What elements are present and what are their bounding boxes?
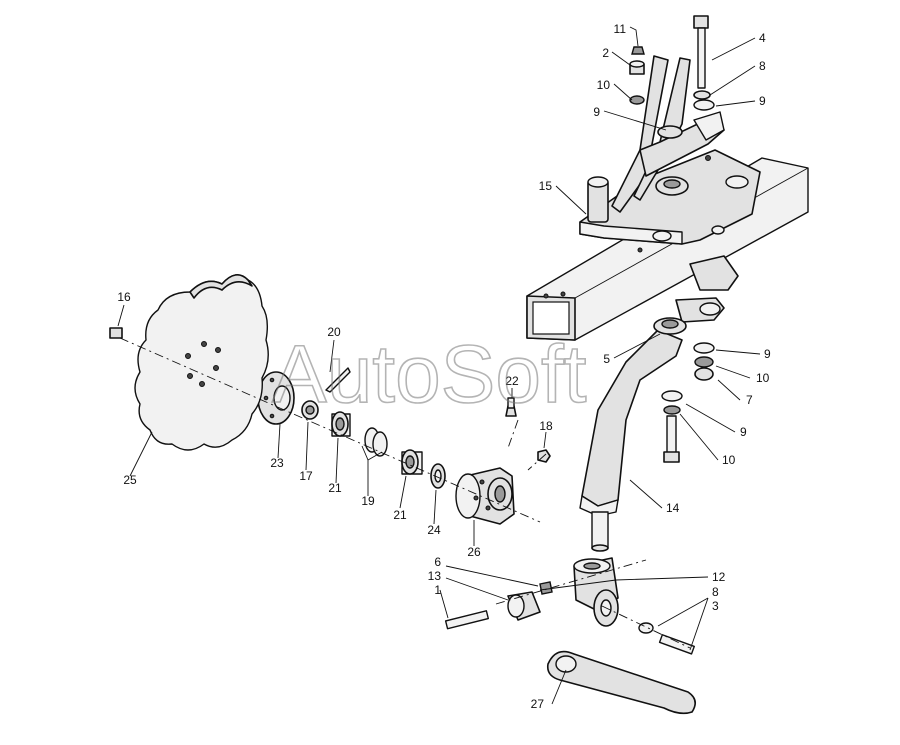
- callout-13: 13: [428, 569, 442, 583]
- callout-8-lower: 8: [712, 585, 719, 599]
- callout-9-leg-top: 9: [764, 347, 771, 361]
- dust-cover: [257, 371, 295, 425]
- callout-25: 25: [123, 473, 137, 487]
- callout-9-upper-left: 9: [593, 105, 600, 119]
- upper-small-bolt: [629, 46, 645, 105]
- callout-6: 6: [434, 555, 441, 569]
- callout-19: 19: [361, 494, 375, 508]
- callout-10-upper: 10: [597, 78, 611, 92]
- callout-9-upper-right: 9: [759, 94, 766, 108]
- callout-3: 3: [712, 599, 719, 613]
- disc-bolt: [109, 327, 123, 339]
- lower-pivot: [444, 557, 695, 655]
- leg-hardware: [661, 342, 715, 463]
- callout-8-upper: 8: [759, 59, 766, 73]
- callout-21-left: 21: [328, 481, 342, 495]
- bearings: [301, 400, 446, 489]
- callout-18: 18: [539, 419, 553, 433]
- callout-1: 1: [434, 583, 441, 597]
- clamp-bracket: [579, 149, 761, 291]
- callout-15: 15: [539, 179, 553, 193]
- callout-14: 14: [666, 501, 680, 515]
- callout-numbers: 11 2 10 9 4 8 9 15 5 9 10 7 9 10 14 12 8…: [117, 22, 771, 711]
- assembly-axes: [119, 337, 691, 649]
- leader-lines: [117, 26, 761, 705]
- callout-7: 7: [746, 393, 753, 407]
- callout-23: 23: [270, 456, 284, 470]
- callout-17: 17: [299, 469, 313, 483]
- callout-12: 12: [712, 570, 726, 584]
- callout-20: 20: [327, 325, 341, 339]
- callout-10-leg-bolt: 10: [722, 453, 736, 467]
- callout-2: 2: [602, 46, 609, 60]
- disc: [134, 274, 269, 451]
- callout-4: 4: [759, 31, 766, 45]
- callout-5: 5: [603, 352, 610, 366]
- watermark-text: AutoSoft: [272, 329, 587, 420]
- scraper-blade: [546, 650, 696, 715]
- callout-24: 24: [427, 523, 441, 537]
- callout-22: 22: [505, 374, 519, 388]
- upper-arm-plates: [611, 55, 725, 213]
- callout-16: 16: [117, 290, 131, 304]
- hub: [455, 467, 515, 525]
- callout-21-right: 21: [393, 508, 407, 522]
- callout-27: 27: [531, 697, 545, 711]
- callout-10-leg: 10: [756, 371, 770, 385]
- callout-26: 26: [467, 545, 481, 559]
- callout-11: 11: [614, 22, 627, 36]
- callout-9-leg-bottom: 9: [740, 425, 747, 439]
- long-bolt: [693, 15, 715, 111]
- leg: [579, 297, 725, 552]
